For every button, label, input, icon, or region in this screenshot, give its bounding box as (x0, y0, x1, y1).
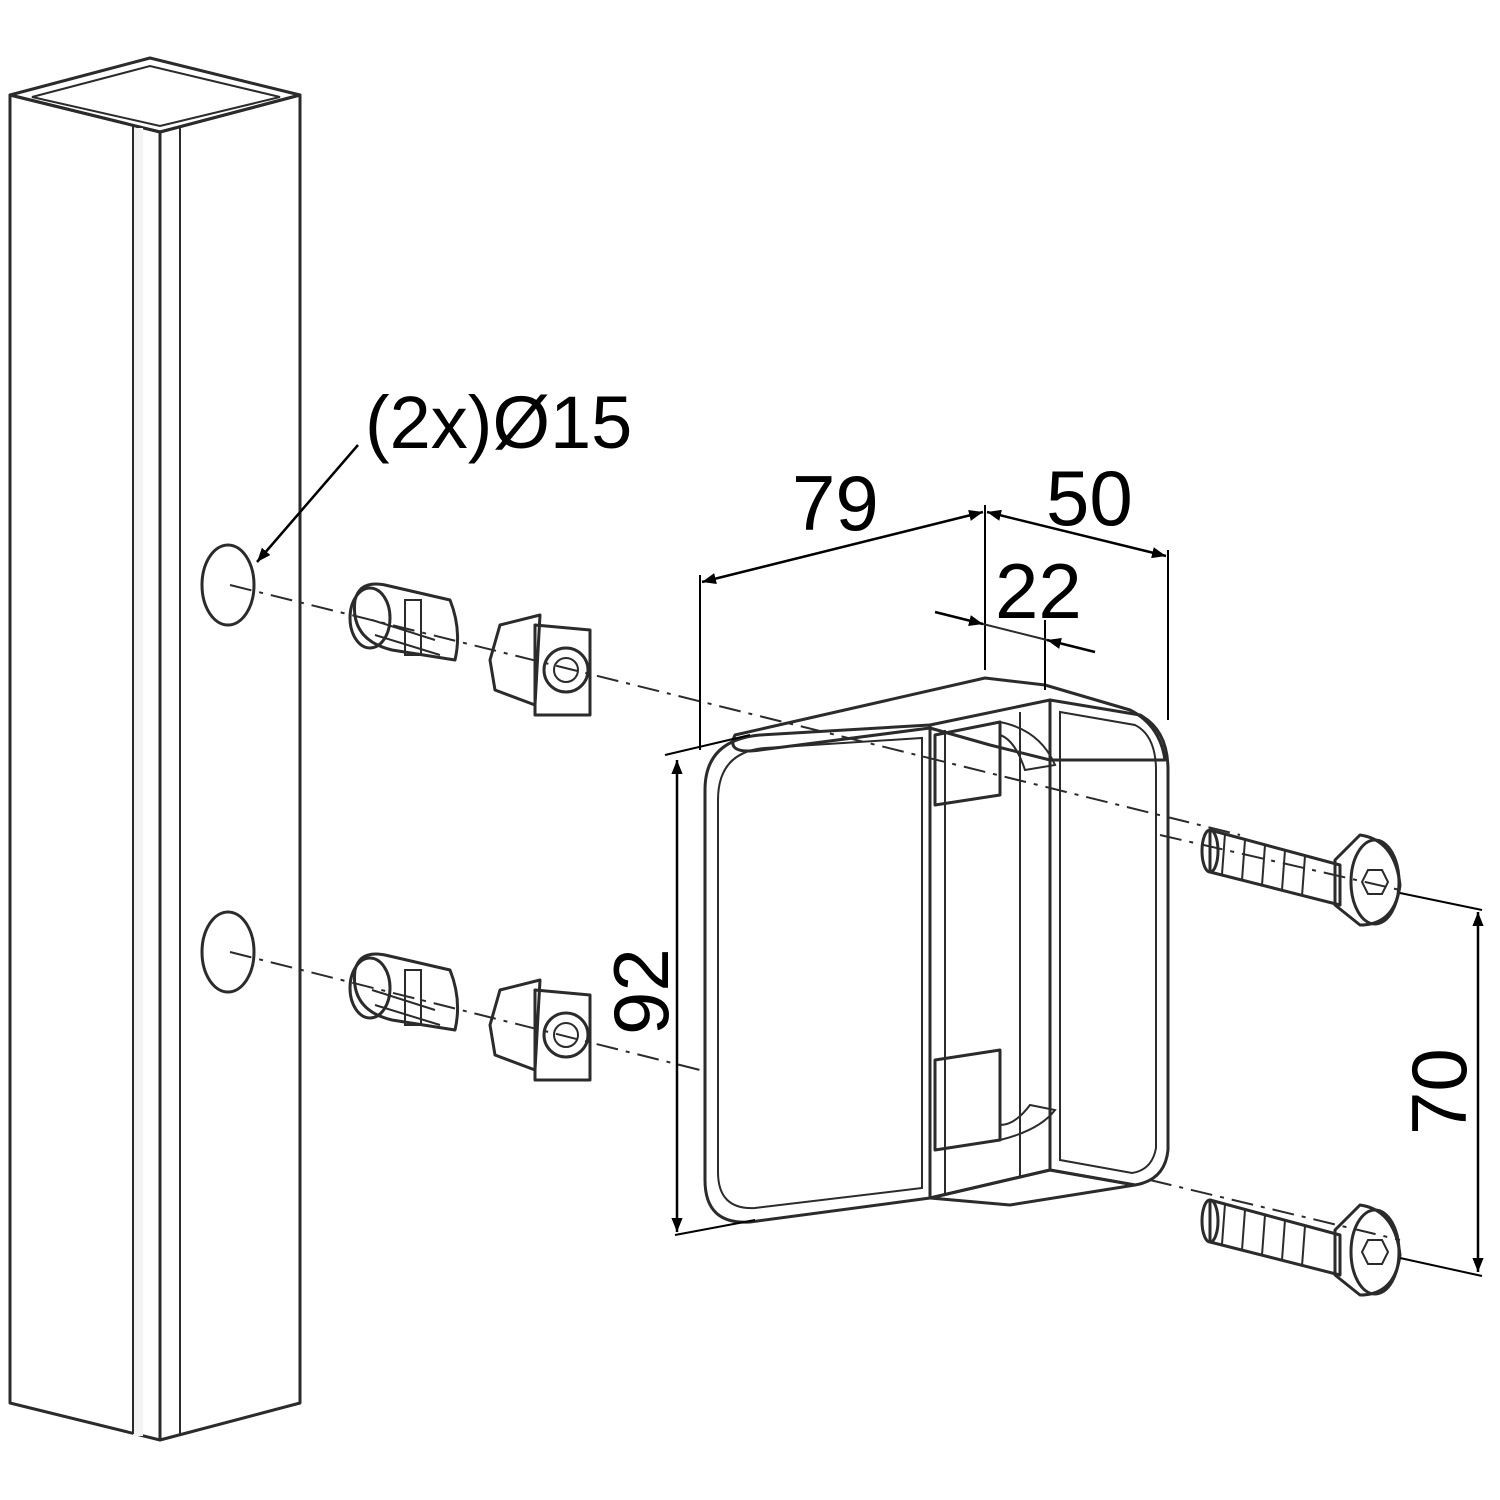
handle-body (703, 676, 1170, 1224)
handle-front-face (703, 723, 932, 1224)
handle-front-inner (717, 736, 923, 1210)
dimension-hole-spacing: 70 (1395, 892, 1484, 1277)
dimension-height: 92 (597, 734, 756, 1236)
hole-callout-text: (2x)Ø15 (365, 381, 632, 464)
handle-side-face (1048, 698, 1170, 1187)
square-nut-upper (488, 613, 592, 717)
dimension-length-label: 79 (792, 459, 879, 547)
expansion-sleeve-upper (348, 582, 460, 662)
countersunk-screw-upper (1200, 828, 1402, 927)
dimension-height-label: 92 (597, 948, 685, 1035)
handle-bottom-face (928, 1168, 1137, 1207)
post-hole-lower (200, 910, 256, 994)
square-nut-lower (488, 978, 592, 1082)
countersunk-screw-lower (1200, 1198, 1402, 1297)
handle-recess (928, 698, 1052, 1200)
dimension-width: 50 (986, 454, 1169, 720)
callout-leader (256, 444, 359, 563)
dimension-width-label: 50 (1046, 454, 1133, 542)
post-side-face (158, 93, 302, 1442)
axis-lines (229, 584, 1401, 1241)
handle-pocket-upper (933, 720, 1002, 807)
dimension-slot-label: 22 (995, 547, 1082, 635)
dimension-hole-spacing-label: 70 (1395, 1048, 1483, 1135)
dimension-length: 79 (699, 459, 986, 750)
expansion-sleeve-lower (348, 952, 460, 1032)
post-top-face (8, 56, 302, 134)
post-top-opening (31, 64, 281, 128)
dimension-slot: 22 (934, 547, 1096, 690)
handle-top-face (731, 676, 1167, 762)
square-post (8, 56, 302, 1442)
post-hole-upper (200, 543, 256, 627)
hole-callout: (2x)Ø15 (256, 381, 632, 563)
